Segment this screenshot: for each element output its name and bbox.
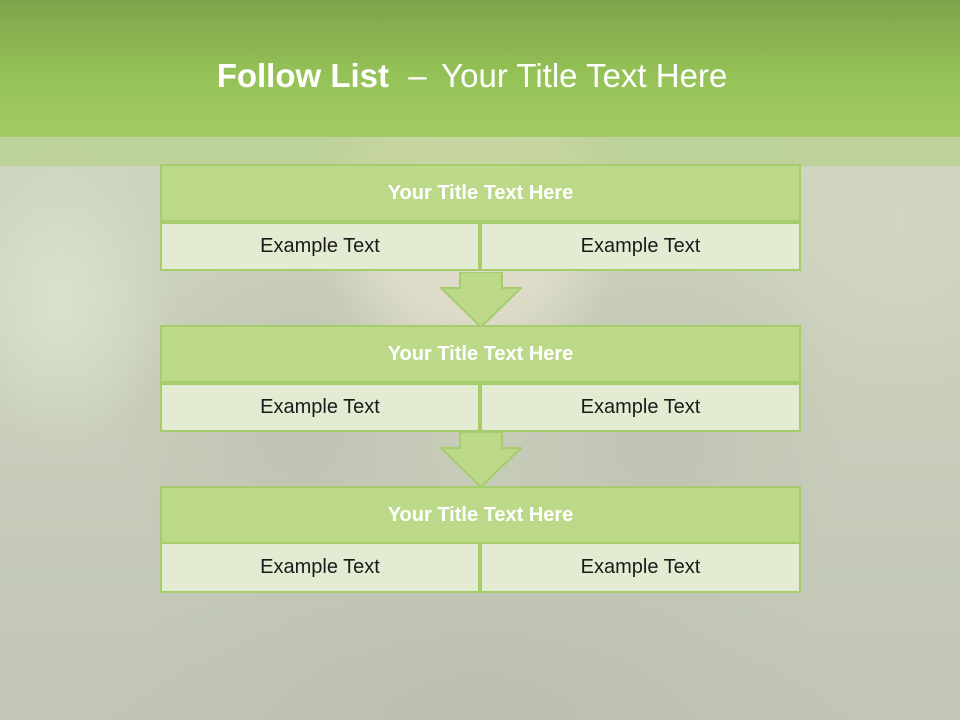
step-cell-left: Example Text (160, 222, 480, 271)
step-cell-left: Example Text (160, 542, 480, 593)
step-cell-right: Example Text (480, 383, 801, 432)
step-block-1: Your Title Text Here Example Text Exampl… (160, 164, 801, 272)
step-title: Your Title Text Here (160, 164, 801, 222)
step-cell-right: Example Text (480, 542, 801, 593)
step-block-2: Your Title Text Here Example Text Exampl… (160, 325, 801, 433)
step-title: Your Title Text Here (160, 486, 801, 544)
slide-title-bold: Follow List (216, 57, 390, 94)
slide-title-dash: – (408, 57, 427, 94)
step-title: Your Title Text Here (160, 325, 801, 383)
header-strip (0, 137, 960, 166)
slide-title: Follow List – Your Title Text Here (0, 54, 944, 98)
slide-title-rest: Your Title Text Here (441, 57, 728, 94)
step-cell-right: Example Text (480, 222, 801, 271)
step-cell-left: Example Text (160, 383, 480, 432)
down-arrow-icon (440, 432, 522, 488)
down-arrow-icon (440, 272, 522, 328)
header-bar (0, 0, 960, 137)
step-block-3: Your Title Text Here Example Text Exampl… (160, 486, 801, 593)
